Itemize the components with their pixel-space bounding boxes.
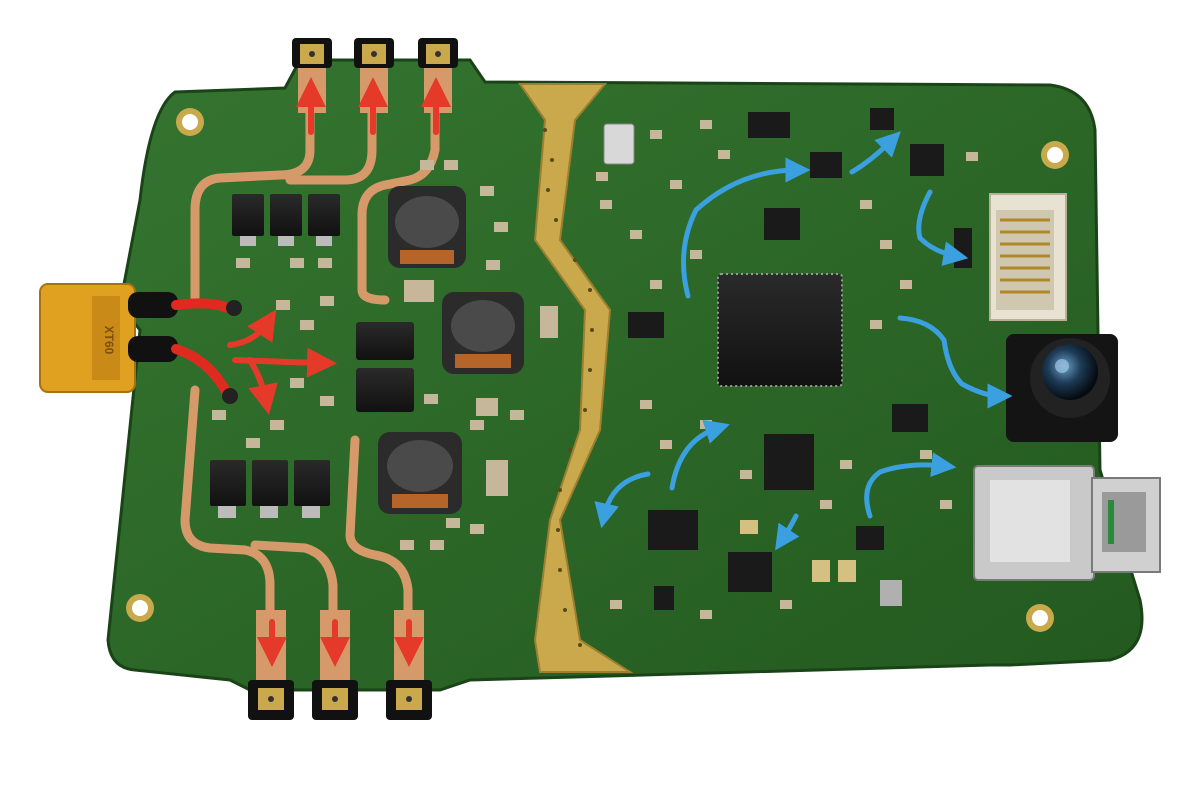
- signal-flow-arrow-icon: [916, 189, 969, 267]
- signal-flow-arrow-icon: [864, 452, 957, 519]
- regulator-chip: [356, 368, 414, 412]
- mounting-holes: [126, 108, 1069, 632]
- divider-vias: [543, 128, 594, 647]
- ic-chip: [892, 404, 928, 432]
- ic-chip: [910, 144, 944, 176]
- signal-flow-arrow-icon: [849, 131, 901, 175]
- ic-chip: [648, 510, 698, 550]
- mosfet-icon: [232, 194, 264, 246]
- ic-chip: [728, 552, 772, 592]
- ic-chip: [748, 112, 790, 138]
- inductor-icon: [378, 432, 462, 514]
- passive-components-right: [596, 120, 978, 619]
- power-flow-arrows: [227, 77, 451, 667]
- power-flow-arrow-icon: [232, 347, 337, 378]
- power-ics: [356, 322, 414, 412]
- inductor-icon: [388, 186, 466, 268]
- power-flow-arrow-icon: [247, 357, 278, 415]
- signal-flow-arrow-icon: [775, 513, 800, 551]
- inductors: [378, 186, 524, 514]
- ic-chip: [954, 228, 972, 268]
- ic-chip: [628, 312, 664, 338]
- usb-port-icon[interactable]: [973, 465, 1161, 581]
- ic-chip: [810, 152, 842, 178]
- mosfet-icon: [252, 460, 288, 518]
- microcontroller-chip: [717, 273, 843, 387]
- signal-flow-arrow-icon: [681, 157, 811, 299]
- mounting-hole-icon: [1026, 604, 1054, 632]
- ffc-connector-icon[interactable]: [989, 193, 1067, 321]
- signal-flow-arrow-icon: [897, 315, 1013, 409]
- power-flow-arrow-icon: [227, 309, 277, 348]
- mosfet-icon: [294, 460, 330, 518]
- mounting-hole-icon: [176, 108, 204, 136]
- inductor-icon: [442, 292, 524, 374]
- passive-components-left: [212, 160, 558, 550]
- digital-section: [596, 108, 1161, 619]
- ic-chip: [870, 108, 894, 130]
- signal-flow-arrow-icon: [594, 471, 651, 529]
- mosfet-icon: [308, 194, 340, 246]
- mosfet-icon: [270, 194, 302, 246]
- bottom-motor-pads: [248, 610, 432, 720]
- gold-divider-strip: [518, 83, 634, 673]
- mosfets-bottom: [210, 460, 330, 518]
- connector-marking: XT60: [102, 326, 116, 355]
- camera-module-icon[interactable]: [1006, 334, 1118, 442]
- signal-flow-arrows: [594, 131, 1013, 551]
- mounting-hole-icon: [126, 594, 154, 622]
- regulator-chip: [356, 322, 414, 360]
- mosfet-icon: [210, 460, 246, 518]
- mounting-hole-icon: [1041, 141, 1069, 169]
- ic-chip: [856, 526, 884, 550]
- ic-chip: [654, 586, 674, 610]
- crystal-oscillator: [603, 123, 635, 165]
- ic-chip: [764, 208, 800, 240]
- mosfets-top: [232, 194, 340, 246]
- battery-connector[interactable]: XT60: [39, 283, 242, 404]
- signal-flow-arrow-icon: [669, 419, 730, 491]
- ic-chip: [764, 434, 814, 490]
